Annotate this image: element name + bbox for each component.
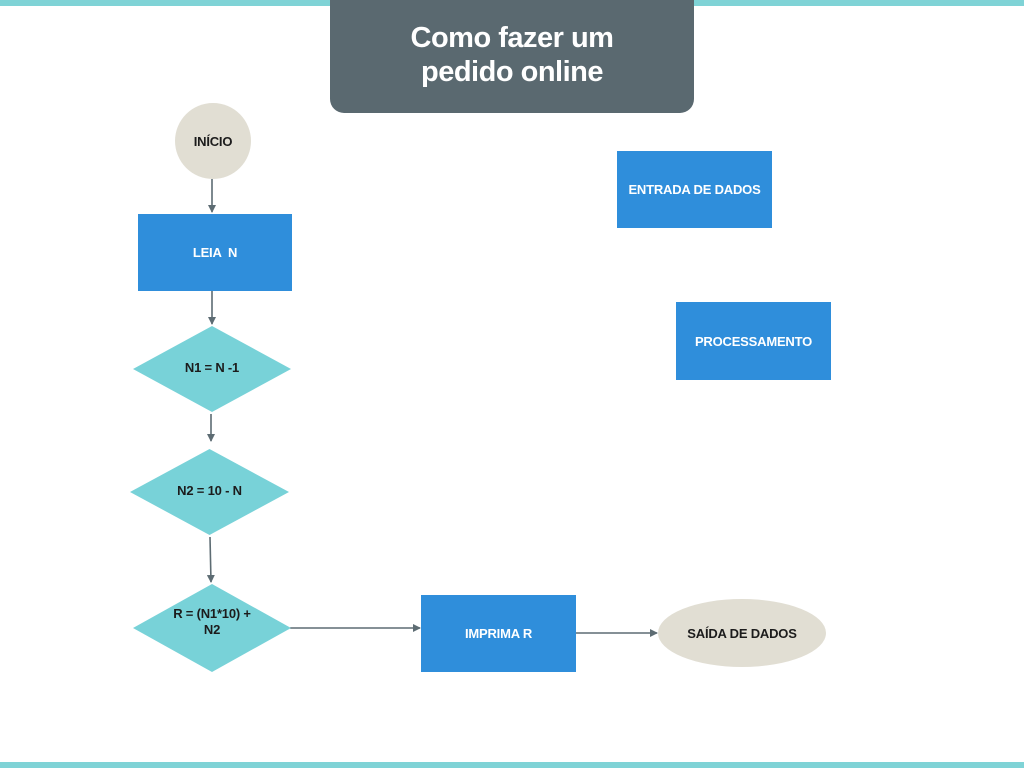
title-banner: Como fazer um pedido online (330, 0, 694, 113)
legend-processing-label: PROCESSAMENTO (694, 333, 813, 349)
print-r-node: IMPRIMA R (421, 595, 576, 672)
legend-processing-box: PROCESSAMENTO (676, 302, 831, 380)
output-label: SAÍDA DE DADOS (687, 625, 797, 641)
read-n-node: LEIA N (138, 214, 292, 291)
read-n-label: LEIA N (192, 245, 238, 260)
legend-data-input-label: ENTRADA DE DADOS (628, 182, 761, 197)
arrow-n2-to-r (206, 536, 215, 583)
output-node: SAÍDA DE DADOS (658, 599, 826, 667)
diagram-title: Como fazer um pedido online (410, 21, 614, 88)
legend-data-input-box: ENTRADA DE DADOS (617, 151, 772, 228)
start-label: INÍCIO (193, 133, 233, 149)
n2-label: N2 = 10 - N (177, 483, 242, 498)
start-node: INÍCIO (175, 103, 251, 179)
bottom-accent-bar (0, 762, 1024, 768)
print-r-label: IMPRIMA R (464, 626, 533, 641)
r-label: R = (N1*10) + N2 (173, 606, 251, 637)
n1-label: N1 = N -1 (184, 359, 240, 375)
